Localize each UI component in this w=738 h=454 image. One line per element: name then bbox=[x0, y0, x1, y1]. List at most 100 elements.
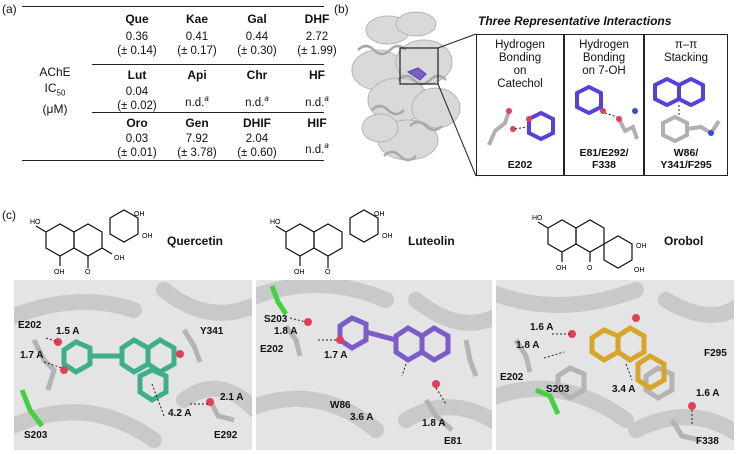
residue-label: W86 bbox=[330, 400, 351, 411]
table-header: Chr bbox=[246, 68, 268, 82]
table-header: HF bbox=[309, 68, 325, 82]
table-cell: n.d.a bbox=[305, 141, 329, 156]
table-header: Oro bbox=[126, 116, 148, 130]
row-label-line-1: AChE bbox=[39, 65, 71, 79]
interaction-box-stacking: π–π Stacking W86/ Y341/F295 bbox=[644, 34, 728, 176]
residue-label: S203 bbox=[24, 430, 48, 441]
catechol-interaction-image bbox=[487, 108, 555, 146]
svg-text:OH: OH bbox=[636, 243, 647, 250]
distance-label: 1.7 A bbox=[324, 350, 348, 361]
table-header: Kae bbox=[185, 12, 208, 26]
row-label-line-3: (μM) bbox=[42, 102, 68, 117]
residue-label: E292 bbox=[214, 430, 238, 441]
residue-label: S203 bbox=[264, 314, 288, 325]
residue-label: E81 bbox=[444, 436, 462, 447]
orobol-structure: HO OH O OH OH bbox=[532, 215, 647, 274]
ligand-in-pocket bbox=[406, 67, 427, 81]
table-cell: 2.04(± 0.60) bbox=[237, 133, 277, 159]
table-cell: 2.72(± 1.99) bbox=[297, 31, 337, 57]
residue-label: E202 bbox=[260, 344, 284, 355]
orobol-docking-image: 1.6 A 1.8 A E202 F295 3.4 A S203 1.6 A F… bbox=[496, 280, 734, 450]
svg-text:OH: OH bbox=[294, 269, 305, 274]
table-header: Api bbox=[187, 68, 207, 82]
interaction-box-title: Hydrogen Bonding on 7-OH bbox=[579, 39, 629, 77]
table-header: Gen bbox=[185, 116, 209, 130]
table-group-rule-1 bbox=[92, 64, 324, 65]
table-bottom-rule bbox=[22, 160, 324, 161]
luteolin-structure: HO OH O OH OH bbox=[270, 209, 393, 274]
molecule-name-orobol: Orobol bbox=[664, 234, 704, 248]
svg-text:O: O bbox=[325, 269, 331, 274]
residue-label: F338 bbox=[696, 436, 719, 447]
distance-label: 4.2 A bbox=[168, 408, 192, 419]
table-header: HIF bbox=[307, 116, 327, 130]
panel-label-a: (a) bbox=[2, 2, 17, 16]
svg-text:OH: OH bbox=[142, 233, 153, 240]
svg-text:HO: HO bbox=[532, 215, 543, 222]
svg-text:O: O bbox=[587, 265, 593, 272]
table-header: DHF bbox=[304, 12, 330, 26]
molecule-name-luteolin: Luteolin bbox=[408, 234, 455, 248]
interaction-residues: E202 bbox=[507, 159, 533, 171]
distance-label: 1.8 A bbox=[422, 418, 446, 429]
distance-label: 1.5 A bbox=[56, 326, 80, 337]
table-cell: 0.44(± 0.30) bbox=[237, 31, 277, 57]
zoom-box bbox=[399, 47, 439, 85]
table-cell: 0.41(± 0.17) bbox=[177, 31, 217, 57]
svg-text:OH: OH bbox=[114, 255, 125, 262]
svg-text:OH: OH bbox=[556, 265, 567, 272]
distance-label: 1.6 A bbox=[696, 388, 720, 399]
molecule-name-quercetin: Quercetin bbox=[167, 234, 224, 248]
distance-label: 3.6 A bbox=[350, 412, 374, 423]
svg-text:OH: OH bbox=[374, 211, 385, 218]
table-header: Lut bbox=[127, 68, 147, 82]
svg-text:HO: HO bbox=[30, 219, 41, 226]
interaction-box-title: π–π Stacking bbox=[663, 39, 709, 64]
residue-label: E202 bbox=[18, 320, 42, 331]
panel-label-b: (b) bbox=[334, 2, 349, 16]
table-cell: n.d.a bbox=[185, 94, 209, 109]
stacking-interaction-image bbox=[653, 76, 721, 143]
interactions-title: Three Representative Interactions bbox=[478, 14, 672, 28]
table-group-rule-2 bbox=[92, 112, 324, 113]
table-header: Gal bbox=[247, 12, 267, 26]
luteolin-docking-image: S203 1.8 A E202 1.7 A W86 3.6 A 1.8 A E8… bbox=[256, 280, 492, 450]
interaction-box-7oh: Hydrogen Bonding on 7-OH E81/E292/ F338 bbox=[564, 34, 644, 176]
interaction-box-catechol: Hydrogen Bonding on Catechol E202 bbox=[476, 34, 564, 176]
distance-label: 1.7 A bbox=[20, 350, 44, 361]
row-label-line-2: IC50 bbox=[44, 81, 66, 98]
quercetin-structure: HO OH O OH OH OH bbox=[30, 209, 153, 274]
table-cell: 0.04(± 0.02) bbox=[117, 86, 157, 112]
distance-label: 1.8 A bbox=[274, 326, 298, 337]
residue-label: F295 bbox=[704, 348, 727, 359]
residue-label: S203 bbox=[546, 384, 570, 395]
ic50-table: AChE IC50 (μM) Que Kae Gal DHF 0.36(± 0.… bbox=[22, 6, 337, 161]
table-row-label: AChE IC50 (μM) bbox=[22, 64, 88, 117]
distance-label: 1.6 A bbox=[530, 322, 554, 333]
residue-label: Y341 bbox=[200, 326, 224, 337]
table-cell: 0.03(± 0.01) bbox=[117, 133, 157, 159]
distance-label: 1.8 A bbox=[516, 340, 540, 351]
distance-label: 2.1 A bbox=[220, 392, 244, 403]
svg-text:OH: OH bbox=[134, 211, 145, 218]
table-header: DHIF bbox=[243, 116, 271, 130]
residue-label: E202 bbox=[500, 372, 524, 383]
svg-text:OH: OH bbox=[54, 269, 65, 274]
table-cell: n.d.a bbox=[245, 94, 269, 109]
zoom-lines bbox=[437, 33, 477, 177]
interaction-residues: E81/E292/ F338 bbox=[579, 147, 629, 171]
svg-text:OH: OH bbox=[634, 267, 645, 274]
7oh-interaction-image bbox=[575, 84, 639, 140]
svg-text:OH: OH bbox=[382, 233, 393, 240]
table-cell: 0.36(± 0.14) bbox=[117, 31, 157, 57]
table-cell: 7.92(± 3.78) bbox=[177, 133, 217, 159]
svg-text:HO: HO bbox=[270, 219, 281, 226]
interaction-box-title: Hydrogen Bonding on Catechol bbox=[495, 39, 545, 90]
table-top-rule bbox=[22, 6, 324, 7]
protein-overview-image bbox=[351, 11, 461, 162]
table-header: Que bbox=[125, 12, 149, 26]
panel-label-c: (c) bbox=[2, 208, 16, 222]
distance-label: 3.4 A bbox=[612, 384, 636, 395]
svg-text:O: O bbox=[85, 269, 91, 274]
interaction-residues: W86/ Y341/F295 bbox=[660, 147, 712, 171]
